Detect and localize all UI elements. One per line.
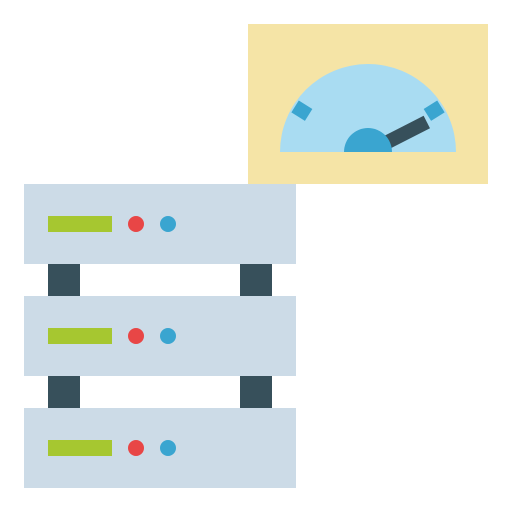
status-led-blue: [160, 216, 176, 232]
status-led-blue: [160, 328, 176, 344]
status-led-red: [128, 440, 144, 456]
status-bar: [48, 440, 112, 456]
server-unit: [24, 296, 296, 376]
server-rack: [24, 184, 296, 488]
gauge-tick-right: [423, 100, 445, 121]
gauge-hub: [344, 128, 392, 152]
rack-connector-right: [240, 376, 272, 408]
server-unit: [24, 408, 296, 488]
rack-connector-right: [240, 264, 272, 296]
status-led-blue: [160, 440, 176, 456]
rack-connector-left: [48, 376, 80, 408]
status-bar: [48, 216, 112, 232]
gauge-tick-left: [291, 100, 313, 121]
status-led-red: [128, 216, 144, 232]
server-unit: [24, 184, 296, 264]
status-bar: [48, 328, 112, 344]
rack-connector-left: [48, 264, 80, 296]
status-led-red: [128, 328, 144, 344]
speedometer-gauge: [280, 64, 456, 152]
